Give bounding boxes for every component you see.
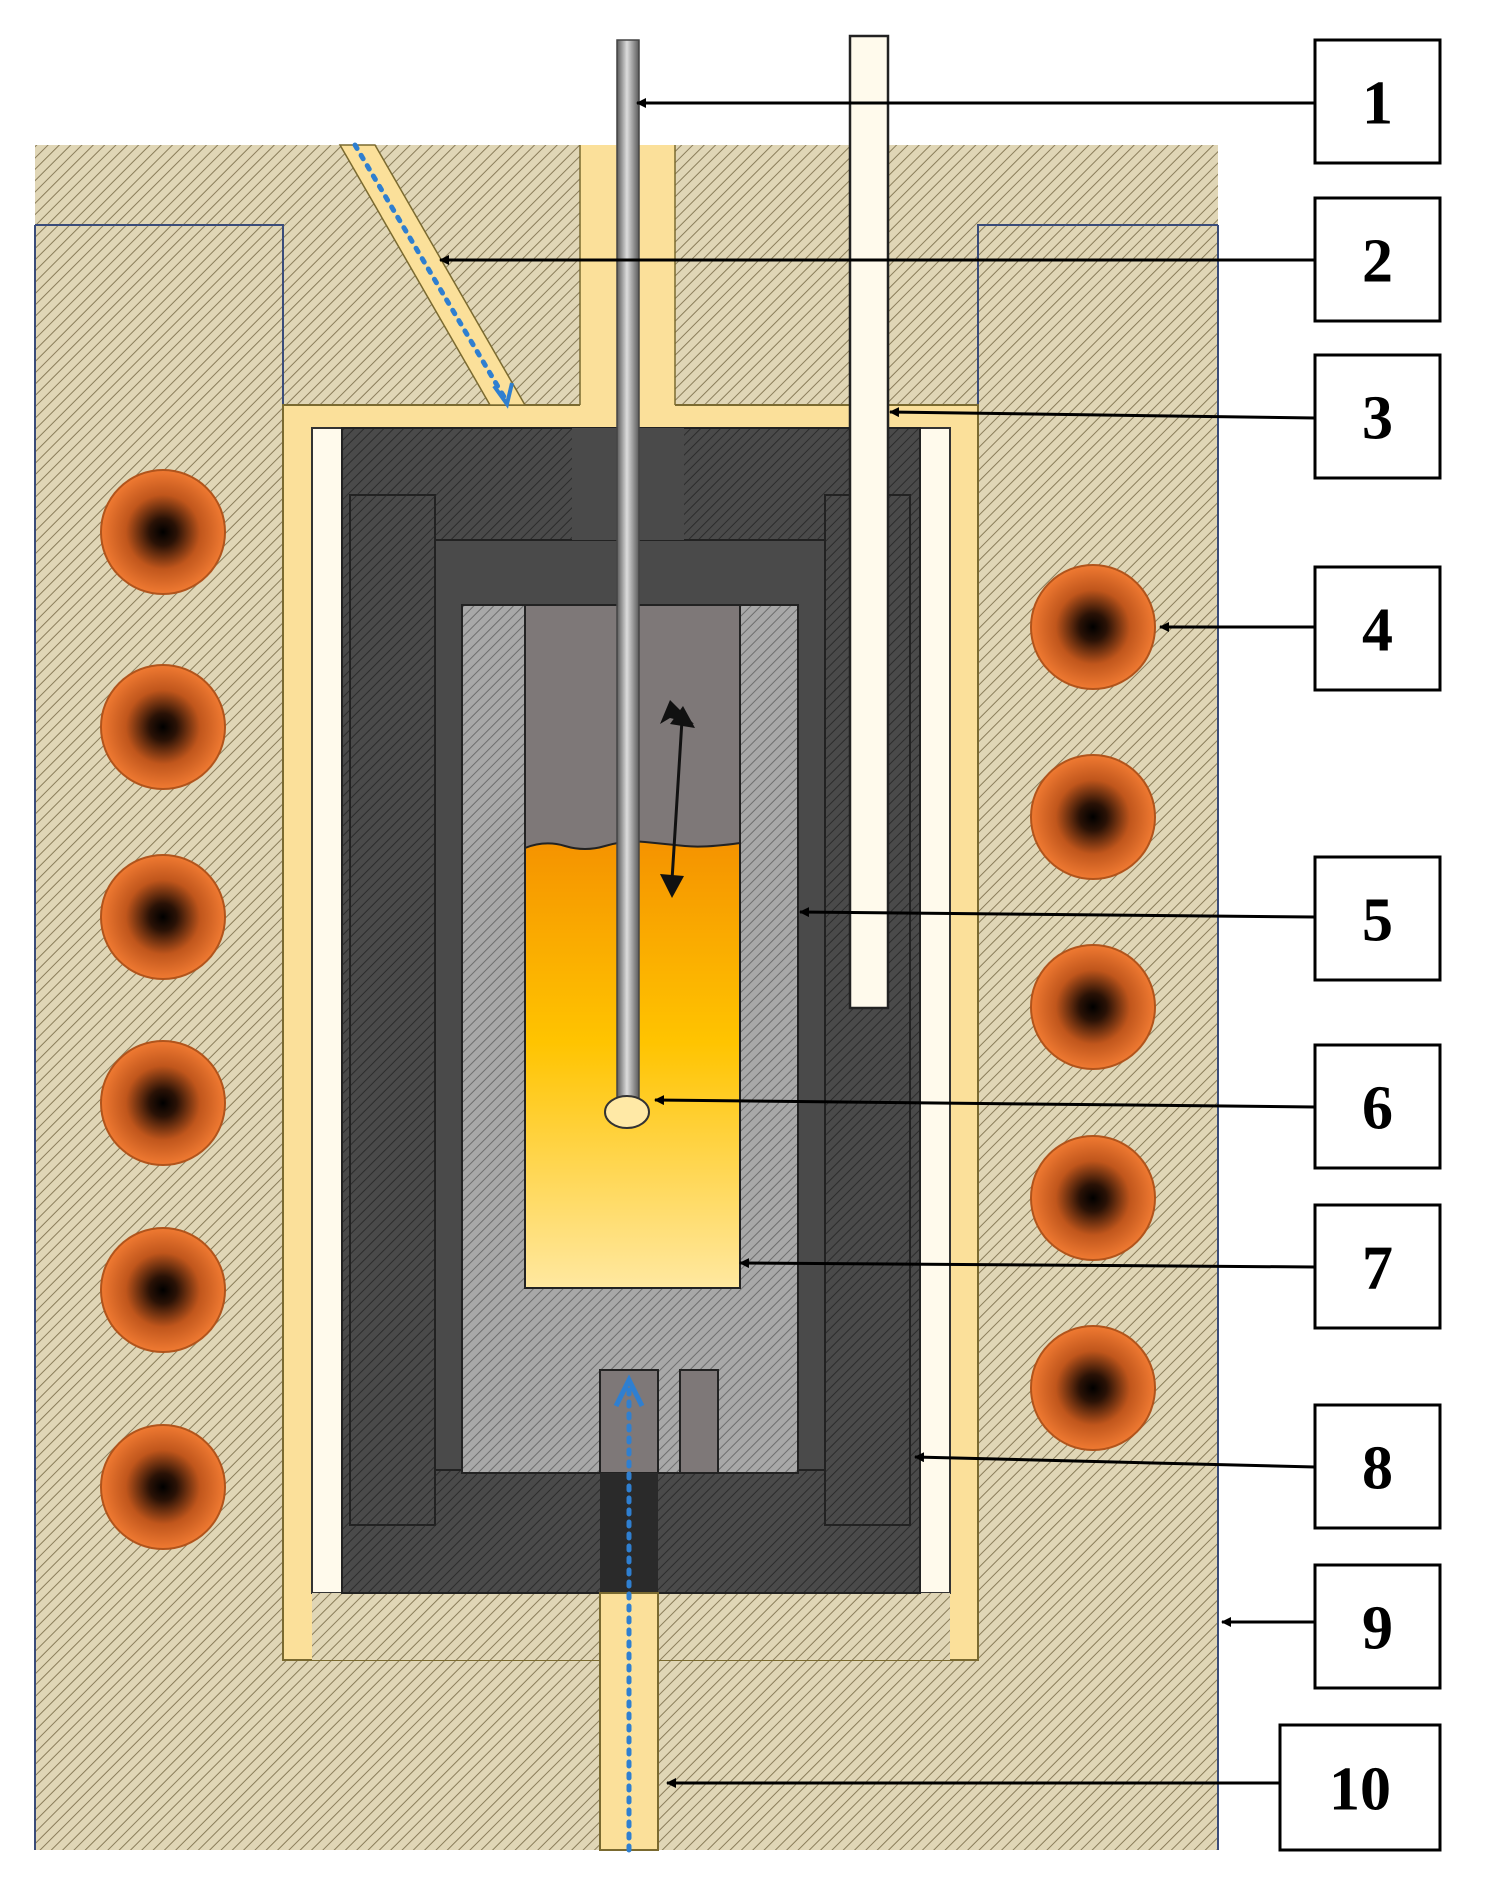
seed-crystal <box>604 1095 650 1129</box>
coil-right-1 <box>1030 564 1156 690</box>
label-number-2: 2 <box>1362 228 1393 296</box>
label-number-10: 10 <box>1329 1756 1391 1824</box>
bottom-gas-inlet <box>599 1374 659 1853</box>
label-number-1: 1 <box>1362 70 1393 138</box>
gas-inlet-inclined <box>338 142 527 409</box>
label-number-9: 9 <box>1362 1595 1393 1663</box>
label-box-6: 6 <box>1313 1043 1442 1170</box>
leader-line-6 <box>654 1095 1316 1109</box>
label-number-3: 3 <box>1362 385 1393 453</box>
label-box-3: 3 <box>1313 353 1442 480</box>
label-number-4: 4 <box>1362 597 1393 665</box>
coil-right-3 <box>1030 944 1156 1070</box>
coil-left-4 <box>100 1040 226 1166</box>
label-box-9: 9 <box>1313 1563 1442 1690</box>
thermocouple-tube <box>848 34 890 1010</box>
leader-lines <box>439 98 1316 1788</box>
label-box-2: 2 <box>1313 196 1442 323</box>
leader-line-5 <box>799 907 1316 919</box>
label-number-7: 7 <box>1362 1235 1393 1303</box>
coil-left-6 <box>100 1424 226 1550</box>
leader-line-3 <box>889 407 1316 420</box>
coil-left-5 <box>100 1227 226 1353</box>
label-box-5: 5 <box>1313 855 1442 982</box>
induction-coils <box>100 469 1156 1550</box>
coil-right-5 <box>1030 1325 1156 1451</box>
coil-left-3 <box>100 854 226 980</box>
pull-direction-arrow <box>660 700 695 898</box>
label-number-8: 8 <box>1362 1435 1393 1503</box>
coil-right-4 <box>1030 1135 1156 1261</box>
pull-rod <box>604 39 650 1129</box>
label-box-4: 4 <box>1313 565 1442 692</box>
label-box-7: 7 <box>1313 1203 1442 1330</box>
leader-line-7 <box>739 1258 1316 1269</box>
label-boxes: 1 2 3 4 5 6 7 8 9 10 <box>1278 38 1442 1852</box>
label-number-6: 6 <box>1362 1075 1393 1143</box>
label-number-5: 5 <box>1362 887 1393 955</box>
coil-right-2 <box>1030 754 1156 880</box>
label-box-8: 8 <box>1313 1403 1442 1530</box>
leader-line-8 <box>914 1452 1316 1469</box>
label-box-10: 10 <box>1278 1723 1442 1852</box>
coil-left-1 <box>100 469 226 595</box>
label-box-1: 1 <box>1313 38 1442 165</box>
coil-left-2 <box>100 664 226 790</box>
